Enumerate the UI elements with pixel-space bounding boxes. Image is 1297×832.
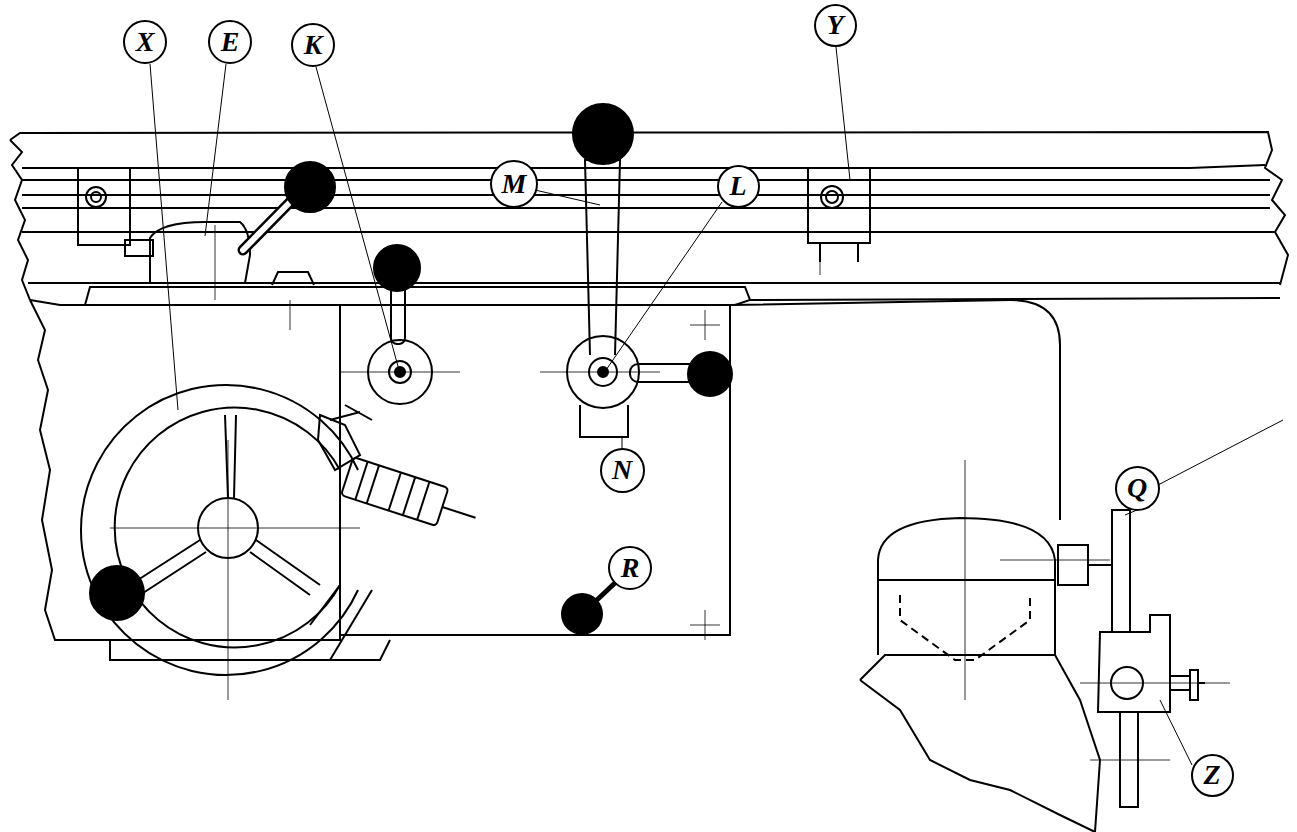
callout-letter: M (502, 170, 527, 198)
callout-letter: R (621, 554, 640, 582)
callout-letter: X (136, 28, 155, 56)
callout-circle: M (490, 160, 538, 208)
callout-circle: E (208, 20, 252, 64)
callout-letter: Y (826, 11, 843, 39)
callout-letter: L (729, 172, 746, 200)
callout-letter: E (221, 28, 240, 56)
callout-letter: K (304, 31, 323, 59)
callout-circle: Q (1115, 466, 1160, 511)
callout-letter: N (612, 456, 632, 484)
callout-circle: X (123, 20, 167, 64)
callout-circle: N (600, 448, 645, 493)
callout-circle: L (717, 165, 760, 208)
callout-circle: Z (1191, 754, 1234, 797)
callout-circle: R (608, 546, 652, 590)
callout-letter: Q (1127, 474, 1147, 502)
callout-circle: Y (814, 4, 857, 47)
callout-letter: Z (1203, 761, 1220, 789)
callout-circle: K (291, 23, 335, 67)
